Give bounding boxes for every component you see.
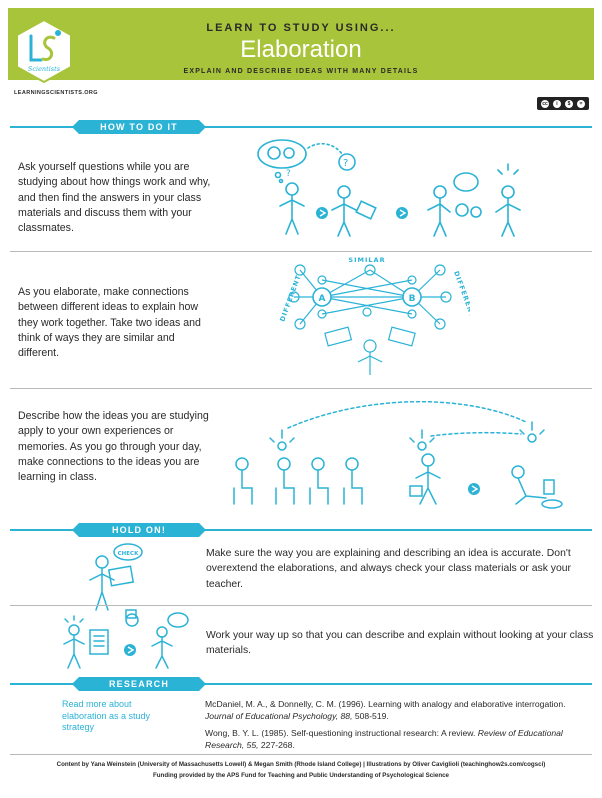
section-divider xyxy=(10,388,592,389)
reference-pages: 227-268. xyxy=(260,740,295,750)
arrow-icon xyxy=(124,644,136,656)
node-b-label: B xyxy=(409,294,416,304)
experiences-illustration xyxy=(233,401,563,509)
reference-item: McDaniel, M. A., & Donnelly, C. M. (1996… xyxy=(205,698,595,722)
section-divider xyxy=(10,605,592,606)
how-to-step-3: Describe how the ideas you are studying … xyxy=(18,410,209,484)
how-to-heading: HOW TO DO IT xyxy=(100,122,178,132)
site-url: LEARNINGSCIENTISTS.ORG xyxy=(14,90,98,96)
different-right-label: DIFFERENT xyxy=(452,270,470,319)
logo-wordmark: Scientists xyxy=(28,65,61,73)
connections-diagram: A B SIMILAR DIFFERENT DIFFERENT xyxy=(278,256,470,375)
by-icon: i xyxy=(553,99,561,108)
footer-funding: Funding provided by the APS Fund for Tea… xyxy=(153,772,449,779)
arrow-icon xyxy=(396,207,408,219)
reference-authors: Wong, B. Y. L. (1985). Self-questioning … xyxy=(205,728,476,738)
work-up-illustration xyxy=(63,609,189,669)
svg-text:?: ? xyxy=(286,169,291,179)
arrow-icon xyxy=(316,207,328,219)
similar-label: SIMILAR xyxy=(348,256,385,264)
header-subtitle: EXPLAIN AND DESCRIBE IDEAS WITH MANY DET… xyxy=(183,68,419,75)
check-label: CHECK xyxy=(118,551,139,557)
hold-on-tip-2: Work your way up so that you can describ… xyxy=(206,630,594,657)
reference-pages: 508-519. xyxy=(354,711,389,721)
reference-item: Wong, B. Y. L. (1985). Self-questioning … xyxy=(205,727,595,751)
research-banner: RESEARCH xyxy=(10,677,592,691)
svg-text:?: ? xyxy=(343,158,348,169)
how-to-step-1: Ask yourself questions while you are stu… xyxy=(18,161,211,235)
footer-divider xyxy=(10,754,592,755)
questioning-illustration: ? ? xyxy=(257,139,521,237)
how-to-step-2: As you elaborate, make connections betwe… xyxy=(18,286,201,360)
read-more-link[interactable]: Read more about elaboration as a study s… xyxy=(62,699,151,732)
cc-icon: cc xyxy=(541,99,549,108)
check-materials-illustration: CHECK xyxy=(89,543,143,611)
creative-commons-icon: cc i $ = xyxy=(537,97,589,110)
section-divider xyxy=(10,251,592,252)
header-banner: LEARN TO STUDY USING... Elaboration EXPL… xyxy=(8,8,594,80)
footer-credits: Content by Yana Weinstein (University of… xyxy=(56,761,546,768)
nd-icon: = xyxy=(577,99,585,108)
hold-on-heading: HOLD ON! xyxy=(111,525,167,535)
how-to-banner: HOW TO DO IT xyxy=(10,120,592,134)
reference-authors: McDaniel, M. A., & Donnelly, C. M. (1996… xyxy=(205,699,566,709)
header-kicker: LEARN TO STUDY USING... xyxy=(206,22,396,34)
reference-journal: Review of Educational Research, 55, xyxy=(205,728,563,750)
reference-journal: Journal of Educational Psychology, 88, xyxy=(205,711,353,721)
node-a-label: A xyxy=(319,294,326,304)
learning-scientists-logo: Scientists xyxy=(16,18,72,84)
research-heading: RESEARCH xyxy=(108,679,170,689)
hold-on-tip-1: Make sure the way you are explaining and… xyxy=(206,548,572,590)
arrow-icon xyxy=(468,483,480,495)
hold-on-banner: HOLD ON! xyxy=(10,523,592,537)
nc-icon: $ xyxy=(565,99,573,108)
page-title: Elaboration xyxy=(240,36,362,63)
